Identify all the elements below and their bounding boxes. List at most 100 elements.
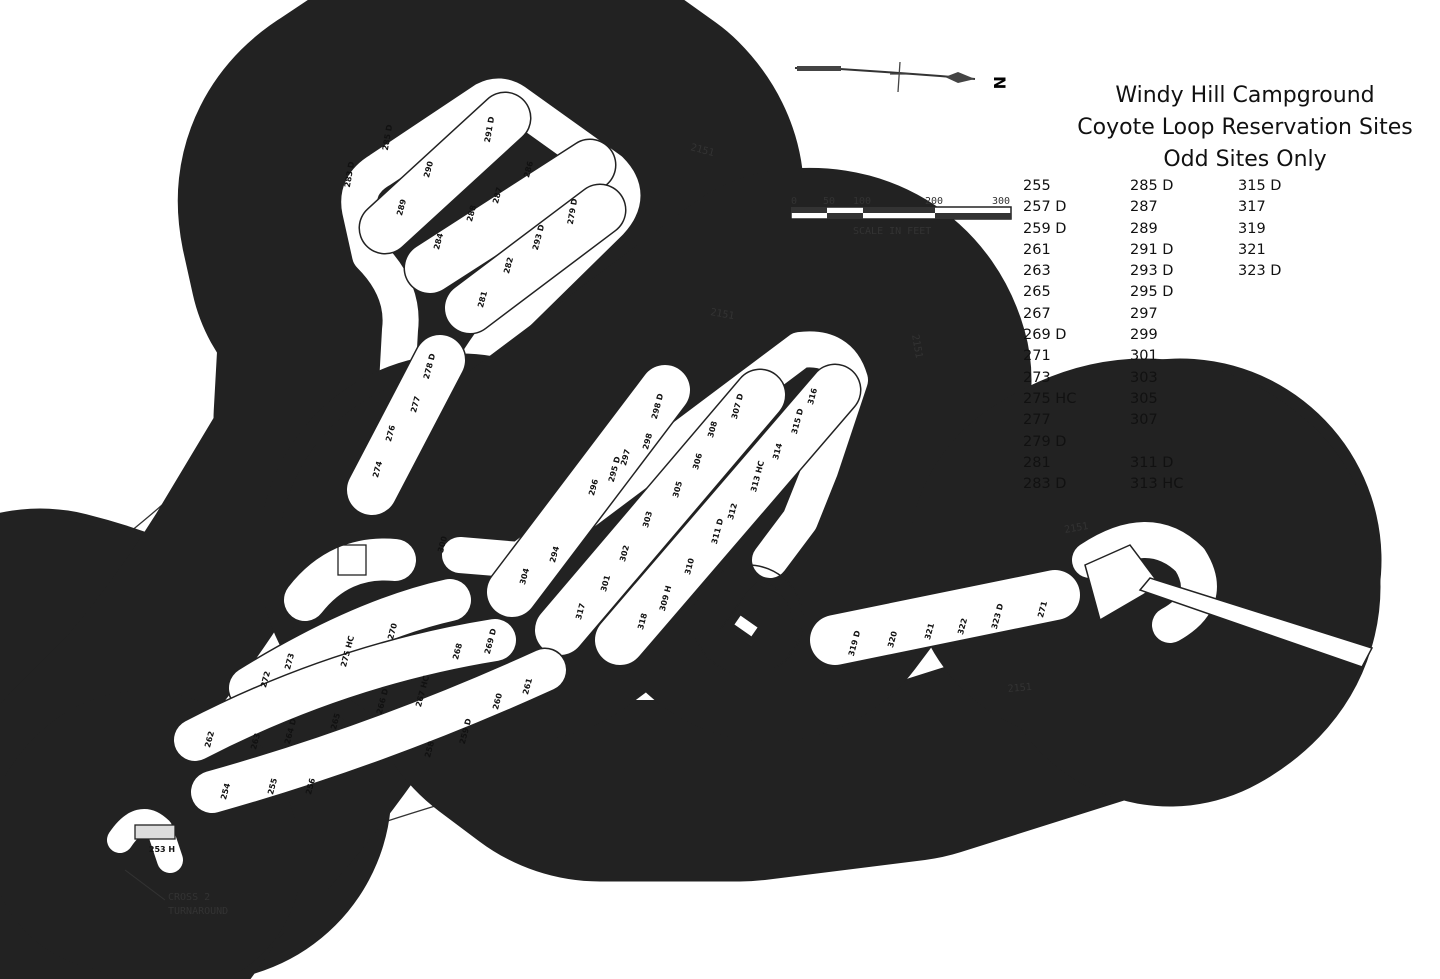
site-loop-fill	[229, 579, 471, 709]
site-loop-fill	[405, 140, 615, 293]
site-loop-fill	[487, 365, 690, 617]
site-label: 263	[249, 732, 262, 750]
site-loops	[172, 91, 1082, 815]
scale-tick-label: 50	[823, 196, 835, 207]
site-list-item: 259 D	[1023, 220, 1067, 237]
site-loop-fill	[360, 93, 530, 253]
site-label: 320	[886, 630, 899, 649]
site-loop-fill	[347, 335, 465, 515]
scale-caption: SCALE IN FEET	[853, 226, 931, 237]
site-label: 268	[451, 642, 464, 661]
site-list-item: 311 D	[1130, 454, 1174, 471]
site-label: 277	[409, 395, 422, 413]
site-list-item: 279 D	[1023, 433, 1067, 450]
title-line-3: Odd Sites Only	[1163, 147, 1327, 172]
site-label: 301	[599, 574, 612, 593]
site-label: 308	[706, 420, 719, 439]
site-label: 298	[641, 432, 654, 451]
site-list-item: 321	[1238, 241, 1266, 258]
site-list-item: 257 D	[1023, 199, 1067, 216]
turnaround-label-1: CROSS 2	[168, 892, 210, 903]
site-label: 274	[371, 460, 384, 479]
site-label: 260	[491, 692, 504, 711]
site-label: 258	[423, 740, 436, 759]
site-label: 290	[422, 160, 435, 179]
site-label: 254	[219, 782, 232, 801]
site-label: 272	[259, 670, 272, 688]
site-list-item: 261	[1023, 241, 1051, 258]
site-label: 312	[726, 502, 739, 520]
site-label: 265	[329, 712, 342, 731]
site-list-item: 255	[1023, 178, 1051, 194]
site-label: 281	[476, 290, 489, 309]
site-list-item: 289	[1130, 220, 1158, 237]
site-label: 273	[283, 652, 296, 670]
site-label: 297	[619, 448, 632, 466]
site-list-item	[1130, 432, 1183, 453]
restroom-building	[732, 613, 760, 639]
site-label: 262	[203, 730, 216, 748]
north-arrow: N	[794, 61, 1009, 93]
site-loop-fill	[174, 619, 516, 761]
site-list-item: 287	[1130, 199, 1158, 216]
site-label: 305	[671, 480, 684, 499]
site-list-item: 267	[1023, 305, 1051, 322]
site-label: 316	[806, 387, 819, 406]
turnaround-label-2: TURNAROUND	[168, 906, 228, 917]
site-label: 289	[395, 198, 408, 217]
site-list-item: 323 D	[1238, 263, 1282, 280]
contour-elevation-label: 2151	[909, 334, 924, 360]
site-list-item: 293 D	[1130, 263, 1174, 280]
site-label: 322	[956, 617, 969, 635]
site-list-item: 281	[1023, 454, 1051, 471]
site-loop-fill	[535, 370, 785, 655]
contour-elevation-label: 2151	[1064, 521, 1090, 536]
site-list-item: 291 D	[1130, 241, 1174, 258]
contour-elevation-label: 2151	[709, 307, 735, 322]
map-title: Windy Hill Campground Coyote Loop Reserv…	[1060, 80, 1430, 176]
spur-road	[1138, 577, 1374, 668]
contour-elevation-label: 2151	[1007, 682, 1032, 695]
site-list-item: 307	[1130, 412, 1158, 429]
site-list-item: 277	[1023, 412, 1051, 429]
site-253-pad	[134, 824, 176, 840]
turnaround-leader	[124, 869, 166, 901]
site-list-item: 305	[1130, 390, 1158, 407]
site-label: 253 H	[149, 845, 175, 854]
site-loop-fill	[445, 185, 625, 333]
site-list-item: 295 D	[1130, 284, 1174, 301]
scale-tick-label: 200	[925, 196, 943, 207]
scale-tick-label: 100	[853, 196, 871, 207]
site-list-item: 319	[1238, 220, 1266, 237]
site-list-item: 313 HC	[1130, 476, 1184, 493]
scale-tick-label: 0	[791, 196, 797, 207]
site-label: 318	[636, 612, 649, 631]
amphitheater-circle	[692, 564, 804, 676]
site-list-item: 273	[1023, 369, 1051, 386]
site-list-item: 303	[1130, 369, 1158, 386]
site-label: 304	[518, 567, 531, 586]
site-list-item: 301	[1130, 348, 1158, 365]
site-label: 294	[548, 545, 561, 564]
site-list-item: 299	[1130, 327, 1158, 344]
amphitheater-path	[719, 579, 796, 631]
site-label: 261	[521, 677, 534, 696]
title-line-2: Coyote Loop Reservation Sites	[1077, 115, 1413, 140]
site-label: 256	[304, 777, 317, 796]
site-loop-fill	[191, 649, 566, 813]
site-label: 303	[641, 510, 654, 528]
site-list-item: 265	[1023, 284, 1051, 301]
site-label: 284	[432, 232, 445, 251]
site-label: 287	[491, 186, 504, 204]
site-list-item: 297	[1130, 305, 1158, 322]
site-label: 255	[266, 777, 279, 796]
site-label: 306	[691, 452, 704, 471]
north-label: N	[990, 76, 1009, 89]
site-loop-fill	[284, 538, 416, 621]
site-list-item: 263	[1023, 263, 1051, 280]
site-label: 314	[771, 442, 784, 461]
